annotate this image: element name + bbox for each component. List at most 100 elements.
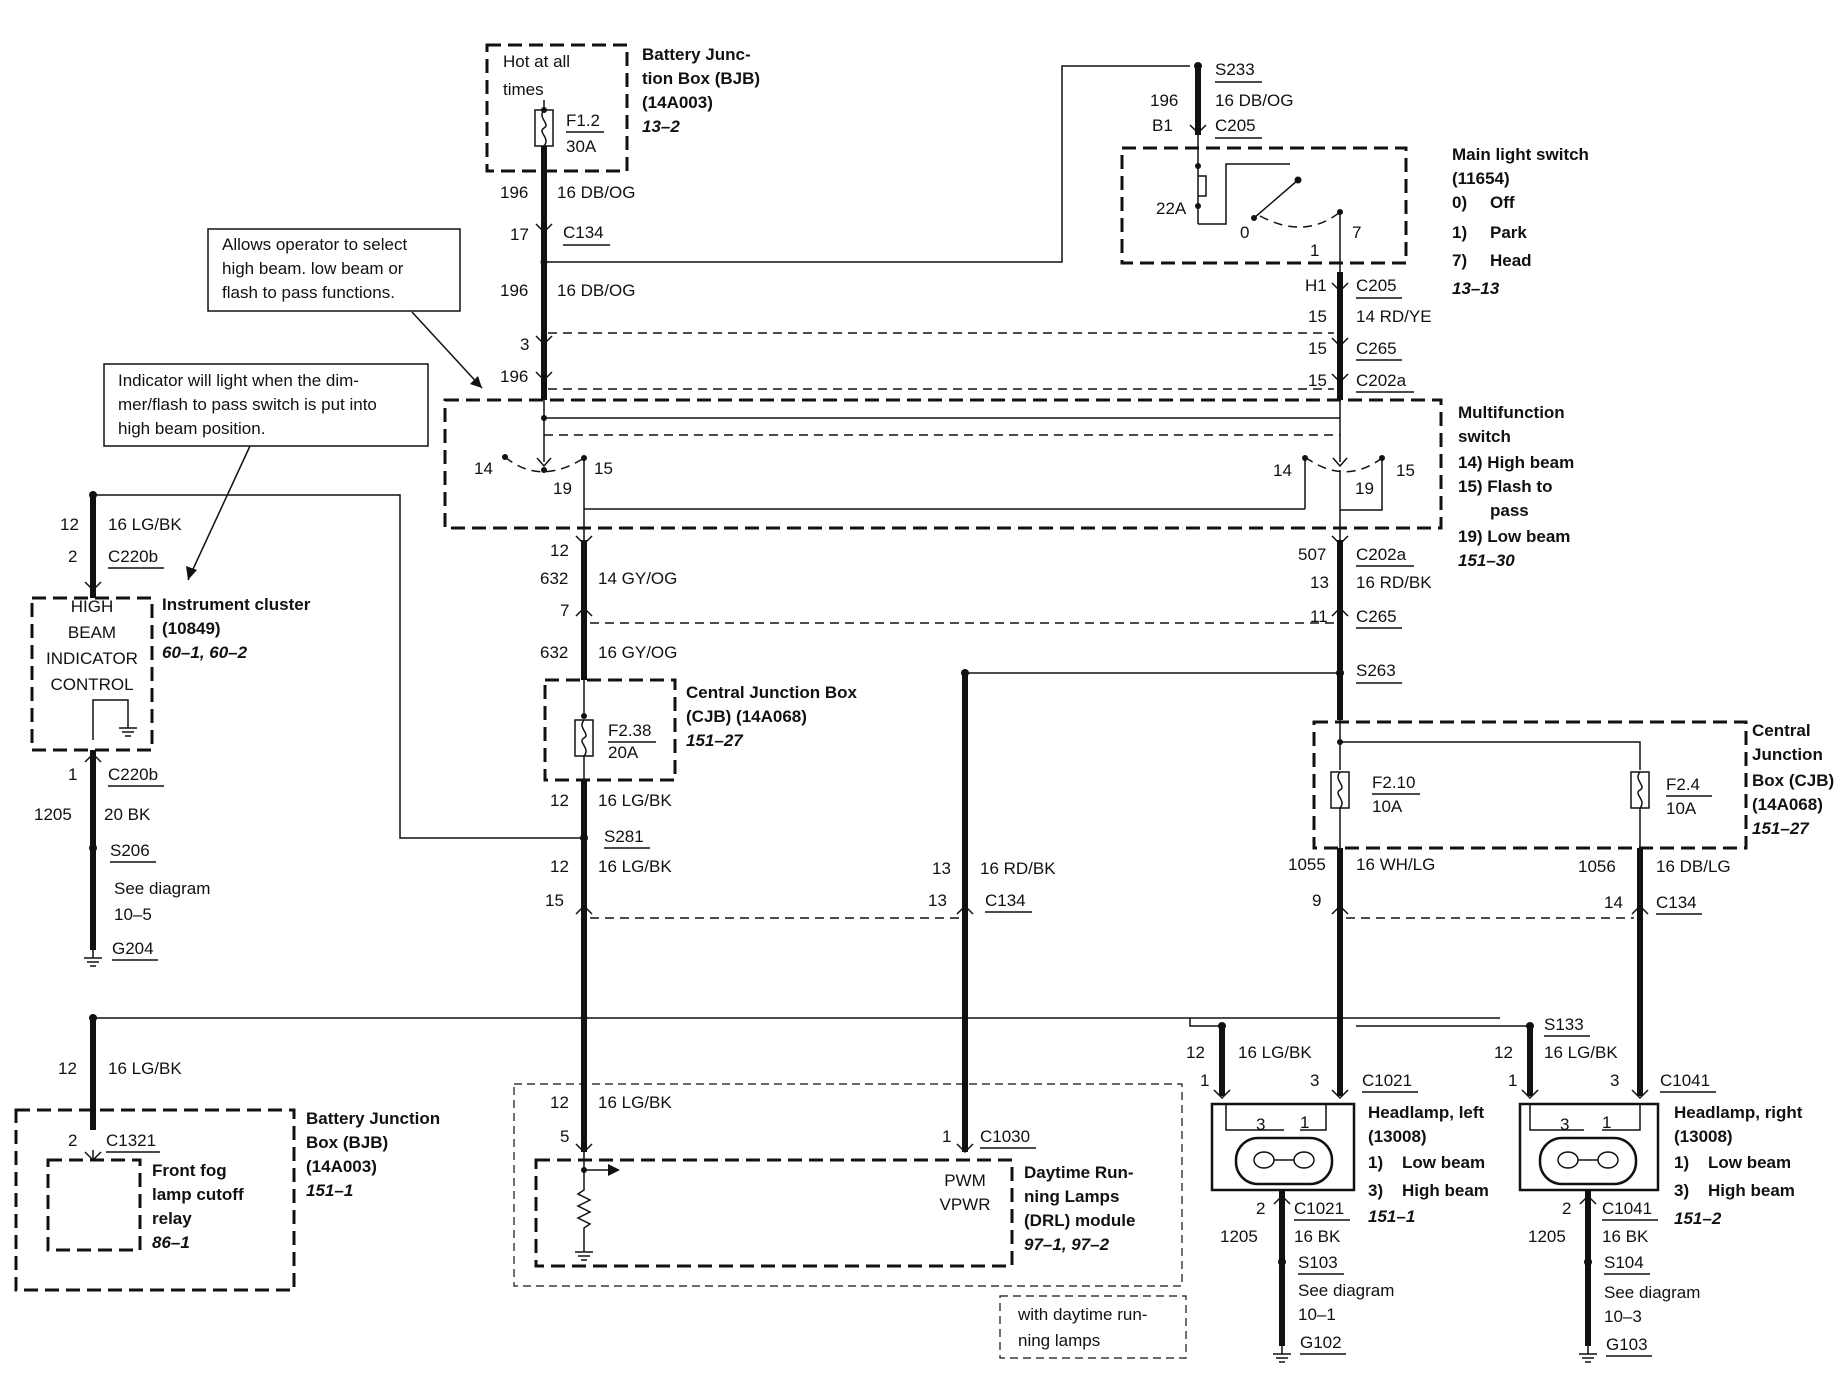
multifunction-switch: 14 19 15 14 19 15 Multifunction switch 1… — [443, 398, 1574, 570]
wire-632a: 14 GY/OG — [598, 569, 677, 588]
mls-opt-1-text: Park — [1490, 223, 1527, 242]
cjb-right-title2: Junction — [1752, 745, 1823, 764]
ic-wire-20bk: 20 BK — [104, 805, 151, 824]
fuse-f1-2-amp: 30A — [566, 137, 597, 156]
hl-right-title: Headlamp, right — [1674, 1103, 1803, 1122]
mls-opt-7: 7) — [1452, 251, 1467, 270]
hl-left-wire: 16 LG/BK — [1238, 1043, 1312, 1062]
main-light-switch-area: S233 196 16 DB/OG B1 C205 22A 0 1 7 Main… — [1120, 60, 1589, 298]
drl-page: 97–1, 97–2 — [1024, 1235, 1110, 1254]
g102-ground-icon — [1272, 1345, 1292, 1363]
connector-c134-top: C134 — [563, 223, 604, 242]
note2-line2: mer/flash to pass switch is put into — [118, 395, 377, 414]
circuit-507: 507 — [1298, 545, 1326, 564]
circuit-13-drl: 13 16 RD/BK 13 C134 — [928, 673, 1056, 1152]
circuit-196-left: 196 16 DB/OG 17 C134 196 16 DB/OG 3 196 — [500, 65, 1190, 400]
fuse-f2-38-label: F2.38 — [608, 721, 651, 740]
connector-c202a-mid: C202a — [1356, 545, 1407, 564]
ground-g204: G204 — [112, 939, 154, 958]
ic-label-control: CONTROL — [50, 675, 133, 694]
wire-1056: 16 DB/LG — [1656, 857, 1731, 876]
fuse-f1-2-label: F1.2 — [566, 111, 600, 130]
ic-part: (10849) — [162, 619, 221, 638]
drl-title2: ning Lamps — [1024, 1187, 1119, 1206]
note2-line3: high beam position. — [118, 419, 265, 438]
fog-circuit-12: 12 — [58, 1059, 77, 1078]
hl-right-wire-16bk: 16 BK — [1602, 1227, 1649, 1246]
hl-left-connector: C1021 — [1362, 1071, 1412, 1090]
connector-c134-mid: C134 — [985, 891, 1026, 910]
fuse-f1-2-icon — [534, 109, 554, 147]
cjb-right-part: (14A068) — [1752, 795, 1823, 814]
headlamp-right: S133 12 16 LG/BK 1 3 C1041 3 1 Headlamp,… — [1494, 1015, 1803, 1363]
pin-h1: H1 — [1305, 276, 1327, 295]
ic-pin-2: 2 — [68, 547, 77, 566]
mls-pos-7: 7 — [1352, 223, 1361, 242]
mfs-right-15: 15 — [1396, 461, 1415, 480]
bjb-top-page: 13–2 — [642, 117, 680, 136]
ic-page: 60–1, 60–2 — [162, 643, 248, 662]
wire-12-cjb: 16 LG/BK — [598, 791, 672, 810]
cjb-right-page: 151–27 — [1752, 819, 1810, 838]
circuit-1056: 1056 — [1578, 857, 1616, 876]
mls-pos-0: 0 — [1240, 223, 1249, 242]
note1-line2: high beam. low beam or — [222, 259, 404, 278]
hl-right-pin-2: 2 — [1562, 1199, 1571, 1218]
circuit-196-s233: 196 — [1150, 91, 1178, 110]
hl-left-pin-1: 1 — [1200, 1071, 1209, 1090]
mfs-opt-15b: pass — [1490, 501, 1529, 520]
bjb-top-title: Battery Junc- — [642, 45, 751, 64]
pin-15-c202a: 15 — [1308, 371, 1327, 390]
note2-line1: Indicator will light when the dim- — [118, 371, 359, 390]
ground-g103: G103 — [1606, 1335, 1648, 1354]
drl-title1: Daytime Run- — [1024, 1163, 1134, 1182]
fuse-f2-38-amp: 20A — [608, 743, 639, 762]
mfs-right-14: 14 — [1273, 461, 1292, 480]
fog-relay-label1: Front fog — [152, 1161, 227, 1180]
headlamp-feed-wires: 1055 16 WH/LG 1056 16 DB/LG 9 14 C134 — [1288, 848, 1731, 1096]
cjb-left-title: Central Junction Box — [686, 683, 858, 702]
wire-1055: 16 WH/LG — [1356, 855, 1435, 874]
circuit-632: 12 632 14 GY/OG 7 632 16 GY/OG — [540, 535, 1334, 680]
splice-s206: S206 — [110, 841, 150, 860]
circuit-13-drl: 13 — [932, 859, 951, 878]
fuse-f2-38-icon — [574, 719, 594, 757]
hl-left-pin-2: 2 — [1256, 1199, 1265, 1218]
mls-opt-1: 1) — [1452, 223, 1467, 242]
hl-right-page: 151–2 — [1674, 1209, 1722, 1228]
mfs-left-19: 19 — [553, 479, 572, 498]
hl-right-inner-3: 3 — [1560, 1115, 1569, 1134]
hl-right-opt1: 1) — [1674, 1153, 1689, 1172]
fuse-f2-10-icon — [1330, 771, 1350, 809]
connector-c205: C205 — [1356, 276, 1397, 295]
note-select-functions: Allows operator to select high beam. low… — [207, 228, 483, 389]
note1-line1: Allows operator to select — [222, 235, 407, 254]
pin-14-c134: 14 — [1604, 893, 1623, 912]
fuse-f2-4-icon — [1630, 771, 1650, 809]
mfs-title: Multifunction — [1458, 403, 1565, 422]
fog-connector-c1321: C1321 — [106, 1131, 156, 1150]
circuit-15-right: H1 C205 15 14 RD/YE 15 C265 15 C202a — [548, 272, 1432, 400]
splice-s103: S103 — [1298, 1253, 1338, 1272]
mfs-title2: switch — [1458, 427, 1511, 446]
ic-label-beam: BEAM — [68, 623, 116, 642]
bjb-top-title2: tion Box (BJB) — [642, 69, 760, 88]
connector-c205-top: C205 — [1215, 116, 1256, 135]
fog-relay-label3: relay — [152, 1209, 192, 1228]
ic-ground-icon — [118, 719, 138, 737]
circuit-1055: 1055 — [1288, 855, 1326, 874]
circuit-12-cjb: 12 — [550, 791, 569, 810]
drl-circuit-12: 12 — [550, 1093, 569, 1112]
mls-opt-0: 0) — [1452, 193, 1467, 212]
wire-12-s281: 16 LG/BK — [598, 857, 672, 876]
cjb-left-title2: (CJB) (14A068) — [686, 707, 807, 726]
drl-wire: 16 LG/BK — [598, 1093, 672, 1112]
ic-see-diagram: See diagram — [114, 879, 210, 898]
fog-relay-label2: lamp cutoff — [152, 1185, 244, 1204]
drl-note2: ning lamps — [1018, 1331, 1100, 1350]
splice-s263: S263 — [1356, 661, 1396, 680]
circuit-196b: 196 — [500, 281, 528, 300]
pin-7: 7 — [560, 601, 569, 620]
hl-right-opt1-text: Low beam — [1708, 1153, 1791, 1172]
